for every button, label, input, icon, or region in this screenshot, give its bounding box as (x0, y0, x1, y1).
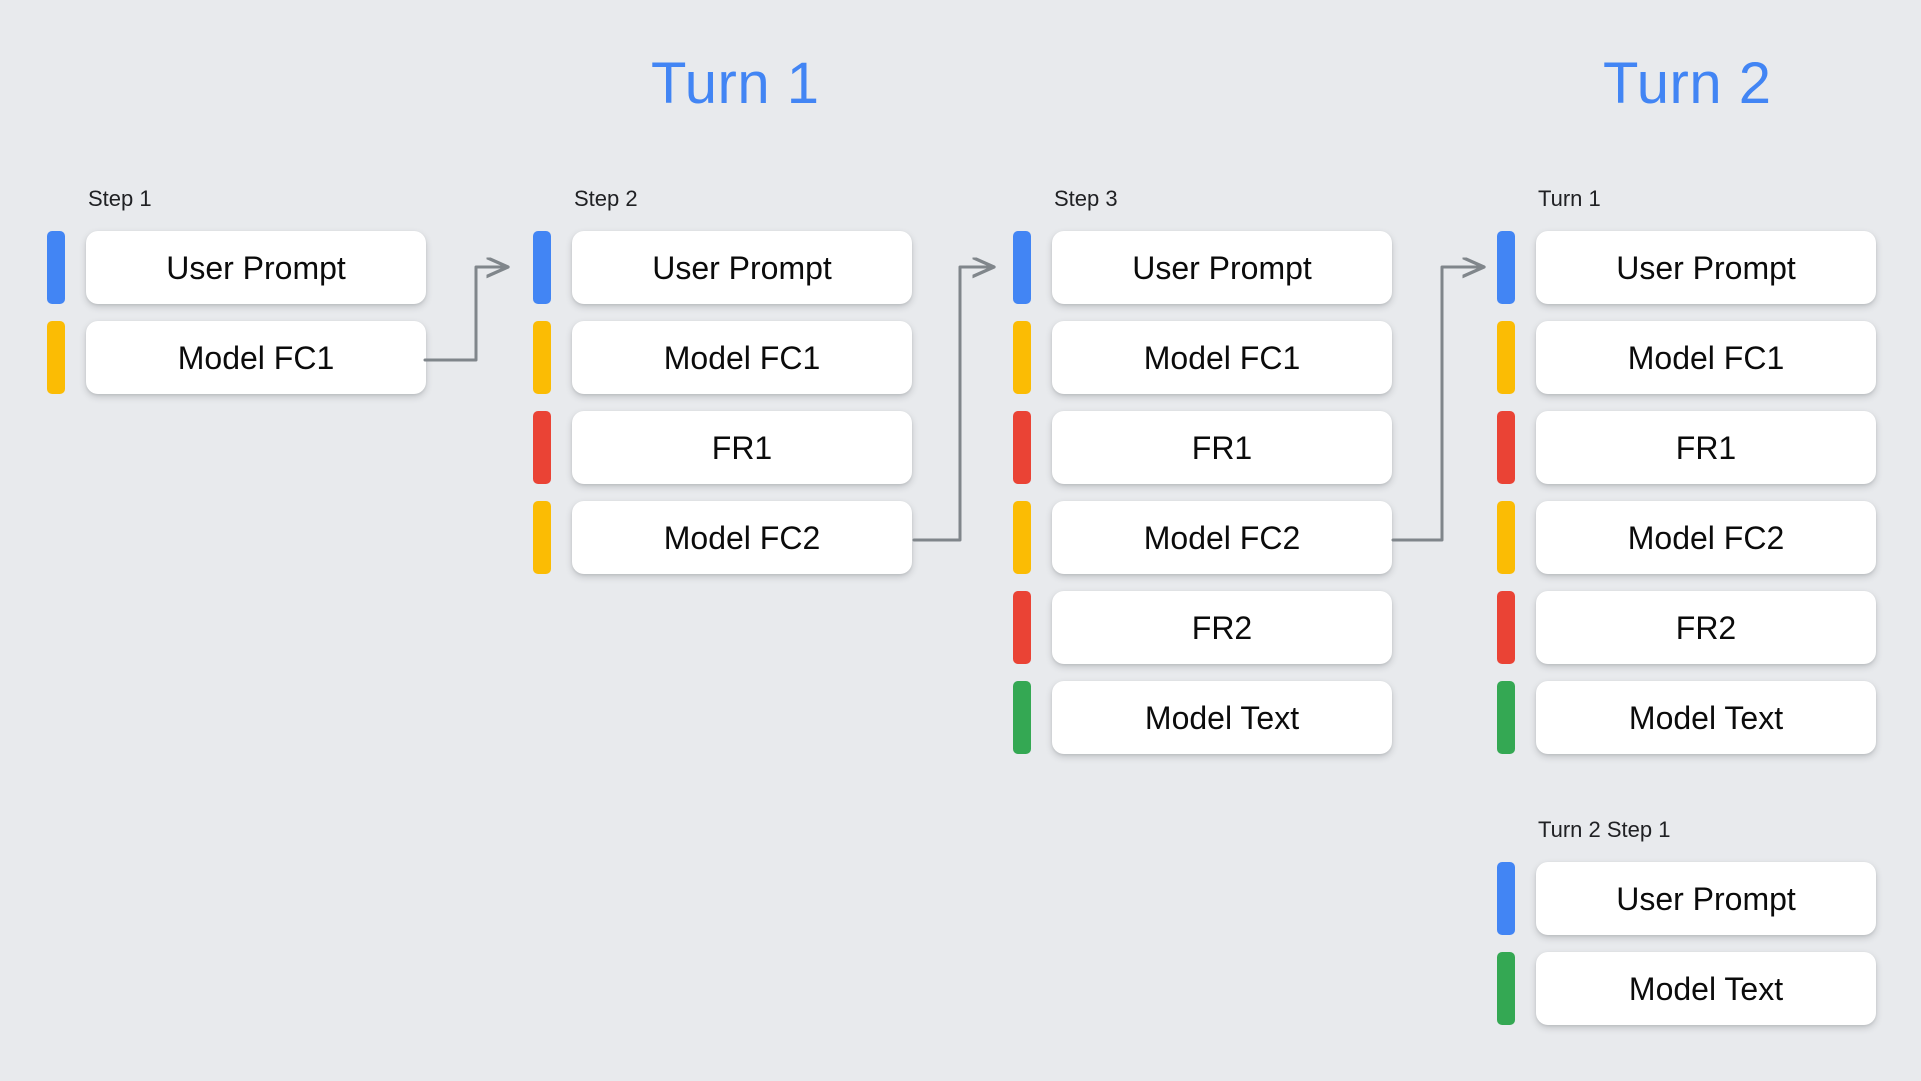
list-item[interactable]: Model Text (1497, 952, 1876, 1025)
message-card[interactable]: Model Text (1536, 681, 1876, 754)
role-bar-yellow-icon (1013, 501, 1031, 574)
role-bar-blue-icon (1013, 231, 1031, 304)
list-item[interactable]: User Prompt (533, 231, 912, 304)
message-card[interactable]: Model Text (1536, 952, 1876, 1025)
message-card-label: Model FC1 (177, 339, 335, 376)
turn-2-title: Turn 2 (1603, 51, 1772, 116)
list-item[interactable]: Model FC2 (1497, 501, 1876, 574)
list-item[interactable]: User Prompt (1497, 231, 1876, 304)
message-card[interactable]: FR2 (1536, 591, 1876, 664)
list-item[interactable]: FR2 (1497, 591, 1876, 664)
connector-step2-to-step3 (912, 250, 1030, 542)
message-card[interactable]: FR2 (1052, 591, 1392, 664)
list-item[interactable]: FR1 (1013, 411, 1392, 484)
list-item[interactable]: Model FC1 (533, 321, 912, 394)
role-bar-red-icon (1497, 591, 1515, 664)
message-card-label: Model Text (1628, 699, 1784, 736)
role-bar-yellow-icon (1497, 321, 1515, 394)
message-card-label: User Prompt (1132, 249, 1312, 286)
message-card[interactable]: Model FC2 (1536, 501, 1876, 574)
list-item[interactable]: Model Text (1013, 681, 1392, 754)
message-card-label: User Prompt (652, 249, 832, 286)
message-card[interactable]: User Prompt (572, 231, 912, 304)
message-card-label: Model FC1 (1627, 339, 1785, 376)
turn-1-title: Turn 1 (651, 51, 820, 116)
list-item[interactable]: FR1 (533, 411, 912, 484)
message-card[interactable]: User Prompt (1536, 862, 1876, 935)
message-card[interactable]: User Prompt (86, 231, 426, 304)
message-card[interactable]: User Prompt (1052, 231, 1392, 304)
connector-step3-to-turn2 (1391, 250, 1510, 542)
message-card-label: Model FC1 (663, 339, 821, 376)
list-item[interactable]: Model FC2 (533, 501, 912, 574)
message-card-label: FR2 (1675, 609, 1737, 646)
list-item[interactable]: Model FC1 (1497, 321, 1876, 394)
message-card[interactable]: User Prompt (1536, 231, 1876, 304)
role-bar-green-icon (1013, 681, 1031, 754)
message-card-label: FR1 (1675, 429, 1737, 466)
list-item[interactable]: FR1 (1497, 411, 1876, 484)
role-bar-red-icon (533, 411, 551, 484)
list-item[interactable]: User Prompt (1013, 231, 1392, 304)
message-card-label: User Prompt (166, 249, 346, 286)
rows-step-2: User Prompt Model FC1 FR1 Model FC2 (533, 231, 912, 591)
message-card[interactable]: FR1 (1536, 411, 1876, 484)
rows-turn2-turn1: User Prompt Model FC1 FR1 Model FC2 (1497, 231, 1876, 771)
column-label-step-3: Step 3 (1054, 186, 1118, 211)
role-bar-blue-icon (533, 231, 551, 304)
list-item[interactable]: Model FC1 (47, 321, 426, 394)
list-item[interactable]: Model FC1 (1013, 321, 1392, 394)
message-card-label: FR1 (711, 429, 773, 466)
message-card[interactable]: Model FC1 (572, 321, 912, 394)
message-card[interactable]: FR1 (572, 411, 912, 484)
role-bar-yellow-icon (1013, 321, 1031, 394)
role-bar-yellow-icon (1497, 501, 1515, 574)
role-bar-yellow-icon (533, 321, 551, 394)
message-card-label: FR2 (1191, 609, 1253, 646)
message-card-label: User Prompt (1616, 249, 1796, 286)
column-label-step-1: Step 1 (88, 186, 152, 211)
list-item[interactable]: User Prompt (1497, 862, 1876, 935)
role-bar-blue-icon (1497, 862, 1515, 935)
role-bar-blue-icon (1497, 231, 1515, 304)
message-card[interactable]: Model FC2 (572, 501, 912, 574)
column-label-step-2: Step 2 (574, 186, 638, 211)
role-bar-yellow-icon (47, 321, 65, 394)
message-card[interactable]: Model FC1 (86, 321, 426, 394)
message-card-label: Model FC2 (663, 519, 821, 556)
message-card-label: Model Text (1144, 699, 1300, 736)
role-bar-red-icon (1013, 411, 1031, 484)
message-card[interactable]: Model FC1 (1052, 321, 1392, 394)
list-item[interactable]: Model FC2 (1013, 501, 1392, 574)
column-label-turn2-turn1: Turn 1 (1538, 186, 1601, 211)
message-card-label: Model FC1 (1143, 339, 1301, 376)
rows-turn2-step1: User Prompt Model Text (1497, 862, 1876, 1042)
role-bar-green-icon (1497, 681, 1515, 754)
role-bar-green-icon (1497, 952, 1515, 1025)
message-card-label: Model FC2 (1627, 519, 1785, 556)
column-label-turn2-step1: Turn 2 Step 1 (1538, 817, 1671, 842)
connector-step1-to-step2 (423, 250, 545, 362)
list-item[interactable]: User Prompt (47, 231, 426, 304)
rows-step-1: User Prompt Model FC1 (47, 231, 426, 411)
message-card-label: User Prompt (1616, 880, 1796, 917)
message-card-label: FR1 (1191, 429, 1253, 466)
message-card-label: Model FC2 (1143, 519, 1301, 556)
rows-step-3: User Prompt Model FC1 FR1 Model FC2 (1013, 231, 1392, 771)
role-bar-blue-icon (47, 231, 65, 304)
message-card-label: Model Text (1628, 970, 1784, 1007)
list-item[interactable]: FR2 (1013, 591, 1392, 664)
message-card[interactable]: Model FC2 (1052, 501, 1392, 574)
list-item[interactable]: Model Text (1497, 681, 1876, 754)
message-card[interactable]: Model FC1 (1536, 321, 1876, 394)
message-card[interactable]: FR1 (1052, 411, 1392, 484)
role-bar-yellow-icon (533, 501, 551, 574)
role-bar-red-icon (1013, 591, 1031, 664)
message-card[interactable]: Model Text (1052, 681, 1392, 754)
role-bar-red-icon (1497, 411, 1515, 484)
